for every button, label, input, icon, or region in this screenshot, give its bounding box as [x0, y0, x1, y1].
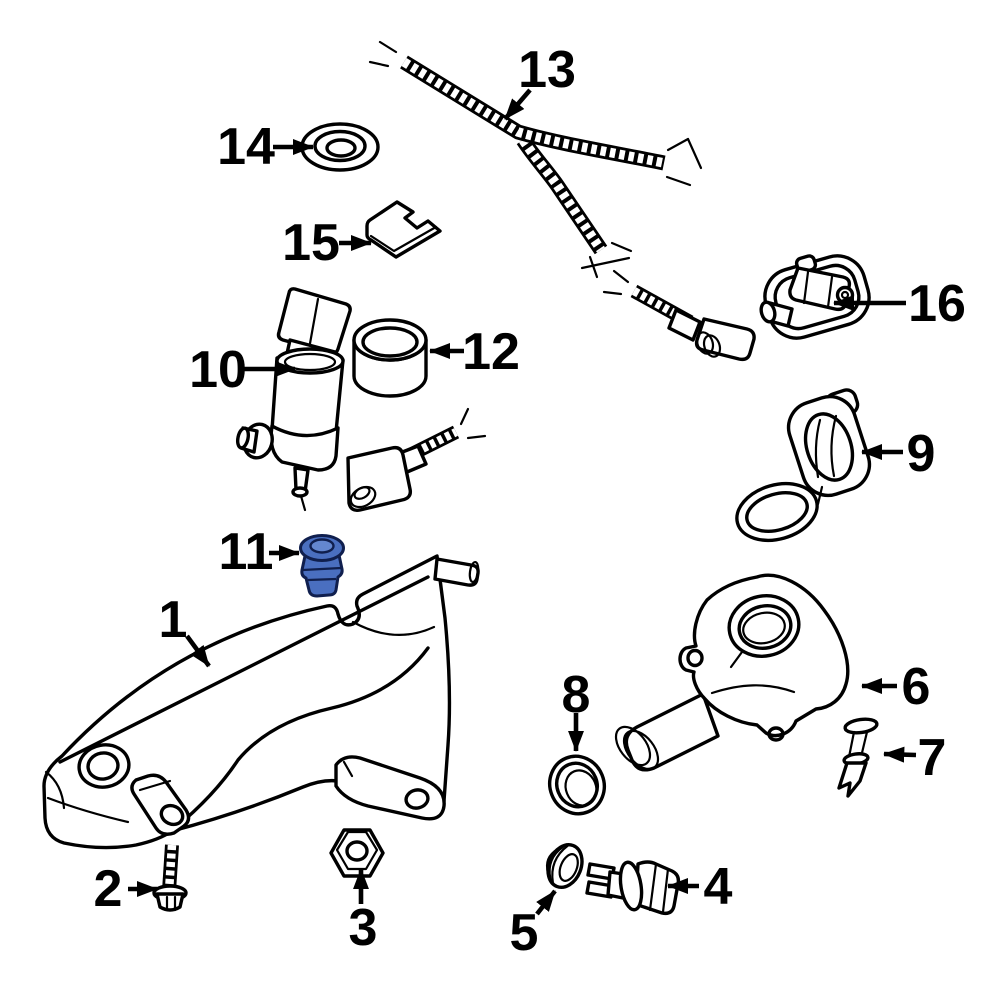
part-1-reservoir-drawing[interactable] — [42, 554, 480, 850]
callout-5-label[interactable]: 5 — [510, 904, 539, 962]
callout-8[interactable]: 8 — [562, 666, 591, 752]
part-5-seal-drawing[interactable] — [540, 839, 588, 893]
callout-1-label[interactable]: 1 — [159, 591, 188, 649]
part-8-seal-ring-drawing[interactable] — [541, 748, 613, 822]
callout-13[interactable]: 13 — [503, 41, 576, 121]
callout-2-label[interactable]: 2 — [94, 860, 123, 918]
callout-11[interactable]: 11 — [219, 523, 300, 581]
part-10-washer-pump-drawing[interactable] — [235, 287, 352, 512]
part-12-sleeve-drawing[interactable] — [352, 318, 428, 398]
callout-13-label[interactable]: 13 — [518, 41, 576, 99]
callout-8-label[interactable]: 8 — [562, 666, 591, 724]
callout-5-arrow — [535, 889, 557, 916]
callout-16-label[interactable]: 16 — [908, 275, 966, 333]
callout-6-label[interactable]: 6 — [902, 658, 931, 716]
part-14-grommet-drawing[interactable] — [300, 122, 380, 172]
part-2-bolt-drawing[interactable] — [152, 844, 188, 912]
part-7-push-rivet-drawing[interactable] — [837, 717, 879, 798]
callout-3[interactable]: 3 — [349, 868, 378, 957]
callout-2[interactable]: 2 — [94, 860, 158, 918]
callout-14-label[interactable]: 14 — [217, 118, 275, 176]
part-11-grommet-highlighted-drawing[interactable] — [299, 534, 345, 598]
callout-9[interactable]: 9 — [861, 425, 936, 483]
callout-14[interactable]: 14 — [217, 118, 314, 176]
part-15-bracket-drawing[interactable] — [365, 200, 442, 259]
part-3-nut-drawing[interactable] — [329, 828, 385, 878]
callout-3-label[interactable]: 3 — [349, 899, 378, 957]
part-16-nozzle-drawing[interactable] — [758, 249, 875, 344]
callout-10[interactable]: 10 — [189, 341, 296, 399]
part-13-hose-y-drawing[interactable] — [368, 40, 703, 279]
part-9-filler-cap-drawing[interactable] — [730, 388, 876, 550]
callout-11-label[interactable]: 11 — [219, 523, 274, 581]
callout-1[interactable]: 1 — [159, 591, 211, 668]
callout-4[interactable]: 4 — [667, 858, 733, 916]
callout-9-label[interactable]: 9 — [907, 425, 936, 483]
callout-1-arrow — [185, 634, 211, 668]
callout-7-label[interactable]: 7 — [918, 729, 947, 787]
callout-7-arrow — [883, 746, 917, 763]
callout-13-arrow — [503, 88, 532, 121]
callout-4-label[interactable]: 4 — [704, 858, 733, 916]
callout-15[interactable]: 15 — [282, 214, 372, 272]
callout-5[interactable]: 5 — [510, 889, 557, 962]
callout-12[interactable]: 12 — [429, 323, 520, 381]
part-nozzle-hose-elbow-drawing[interactable] — [602, 269, 756, 362]
part-4-level-sensor-drawing[interactable] — [585, 860, 681, 916]
callout-10-label[interactable]: 10 — [189, 341, 247, 399]
callout-15-label[interactable]: 15 — [282, 214, 340, 272]
part-6-filler-tank-drawing[interactable] — [609, 573, 850, 775]
part-pump-hose-elbow-drawing[interactable] — [346, 407, 487, 513]
callout-12-label[interactable]: 12 — [462, 323, 520, 381]
callout-16[interactable]: 16 — [833, 275, 966, 333]
callouts-layer: 1 2 3 4 5 6 7 8 — [94, 41, 966, 962]
callout-6[interactable]: 6 — [861, 658, 931, 716]
callout-7[interactable]: 7 — [883, 729, 947, 787]
